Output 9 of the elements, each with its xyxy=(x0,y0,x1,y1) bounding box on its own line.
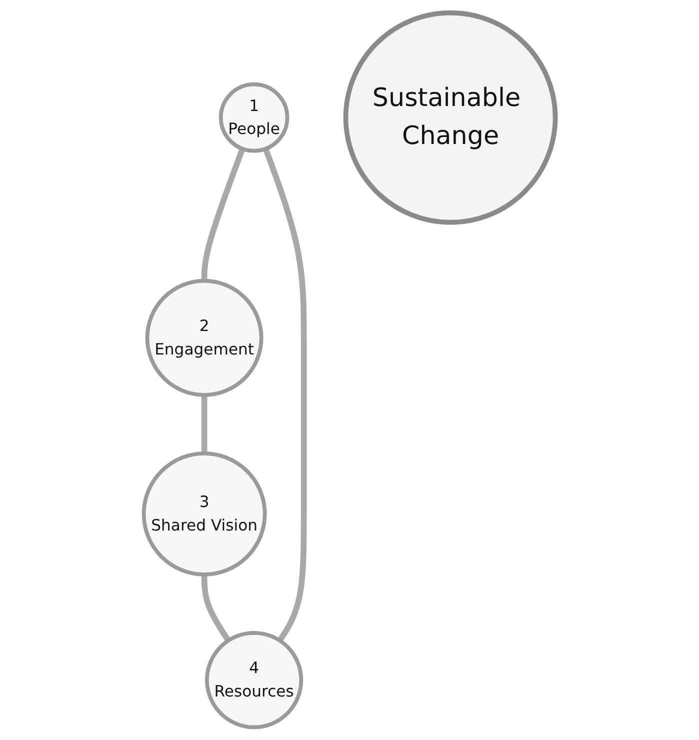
node-circle: 4 Resources xyxy=(204,630,304,730)
connector xyxy=(262,148,307,642)
connector xyxy=(201,394,208,454)
node-circle: Sustainable Change xyxy=(343,10,558,225)
node-circle: 3 Shared Vision xyxy=(142,451,267,576)
connector xyxy=(201,574,231,642)
node-circle: 2 Engagement xyxy=(145,278,264,397)
connector xyxy=(201,148,246,281)
node-circle: 1 People xyxy=(218,82,290,153)
